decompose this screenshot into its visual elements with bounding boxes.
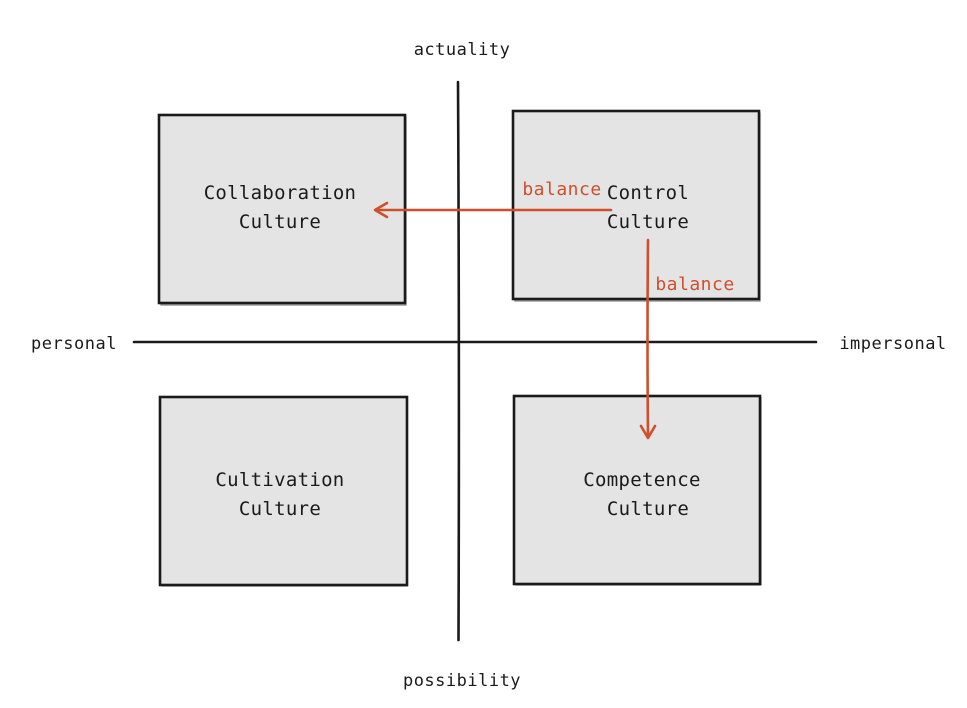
axis-label-left: personal xyxy=(31,334,117,354)
box-label-cultivation-line1: Cultivation xyxy=(215,469,344,491)
arrow-label-down: balance xyxy=(655,274,734,295)
arrow-shaft-down xyxy=(646,238,650,438)
box-label-control-line1: Control xyxy=(607,182,689,204)
quadrant-box-control: Control Culture xyxy=(511,109,761,302)
box-label-competence-line1: Competence xyxy=(583,469,700,491)
quadrant-box-collaboration: Collaboration Culture xyxy=(157,113,407,306)
box-label-collaboration-line2: Culture xyxy=(239,211,321,233)
axis-label-top: actuality xyxy=(414,40,511,60)
balance-arrow-to-collaboration: balance xyxy=(373,179,613,219)
box-label-control-line2: Culture xyxy=(607,211,689,233)
arrow-label-left: balance xyxy=(522,179,601,200)
axis-label-bottom: possibility xyxy=(403,671,521,691)
balance-arrow-to-competence: balance xyxy=(639,238,734,440)
box-label-competence-line2: Culture xyxy=(607,498,689,520)
vertical-axis xyxy=(456,80,461,642)
box-label-cultivation-line2: Culture xyxy=(239,498,321,520)
horizontal-axis xyxy=(132,339,818,344)
quadrant-box-competence: Competence Culture xyxy=(512,394,762,586)
quadrant-box-cultivation: Cultivation Culture xyxy=(158,395,409,587)
axis-label-right: impersonal xyxy=(839,334,946,354)
arrow-head-down xyxy=(639,424,657,440)
arrow-head-left xyxy=(373,201,389,219)
box-label-collaboration-line1: Collaboration xyxy=(204,182,357,204)
